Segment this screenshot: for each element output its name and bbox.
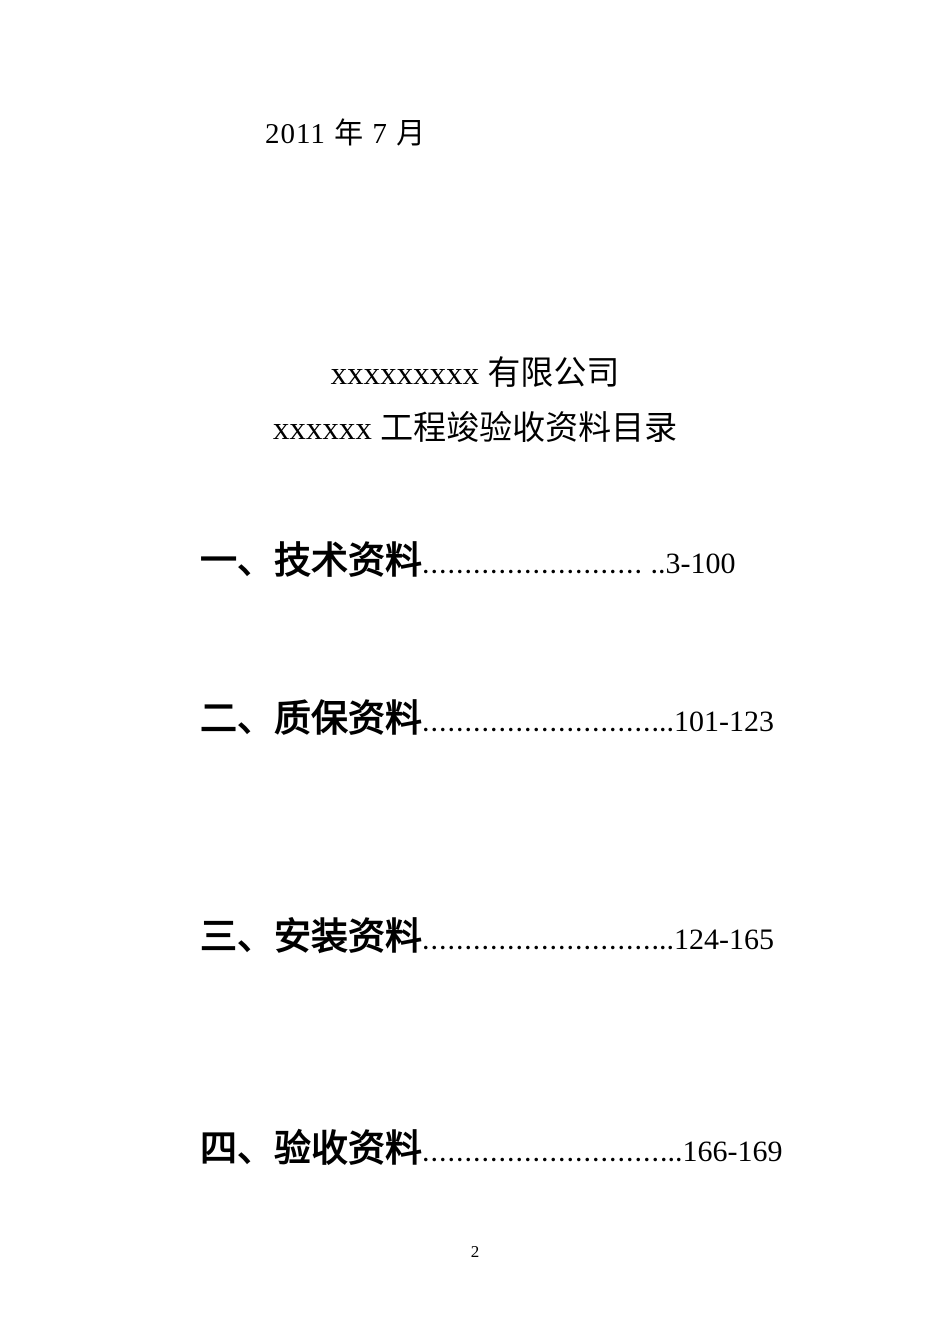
date-line: 2011 年 7 月: [265, 118, 427, 150]
toc-entry-installation: 三、安装资料..............................124-…: [200, 906, 774, 960]
toc-entry-pages: ..3-100: [643, 547, 736, 580]
toc-entry-acceptance: 四、验收资料...............................166…: [200, 1118, 783, 1172]
toc-entry-quality: 二、质保资料..............................101-…: [200, 688, 774, 742]
page-number: 2: [470, 1242, 480, 1261]
toc-entry-label: 二、质保资料: [200, 698, 422, 739]
toc-entry-leader: ...........................: [422, 705, 652, 738]
toc-entry-leader: ............................: [422, 1135, 660, 1168]
toc-entry-technical: 一、技术资料.......................... ..3-100: [200, 530, 736, 584]
toc-entry-pages: ...166-169: [660, 1135, 783, 1168]
toc-entry-leader: ..........................: [422, 547, 643, 580]
doc-subtitle: xxxxxx 工程竣验收资料目录: [272, 411, 678, 447]
toc-entry-pages: ...124-165: [651, 923, 775, 956]
title-block: xxxxxxxxx 有限公司 xxxxxx 工程竣验收资料目录: [0, 358, 950, 446]
toc-entry-leader: ...........................: [422, 923, 652, 956]
company-title: xxxxxxxxx 有限公司: [330, 356, 620, 392]
toc-entry-pages: ...101-123: [651, 705, 775, 738]
toc-entry-label: 三、安装资料: [200, 916, 422, 957]
toc-entry-label: 四、验收资料: [200, 1128, 422, 1169]
toc-entry-label: 一、技术资料: [200, 540, 422, 581]
